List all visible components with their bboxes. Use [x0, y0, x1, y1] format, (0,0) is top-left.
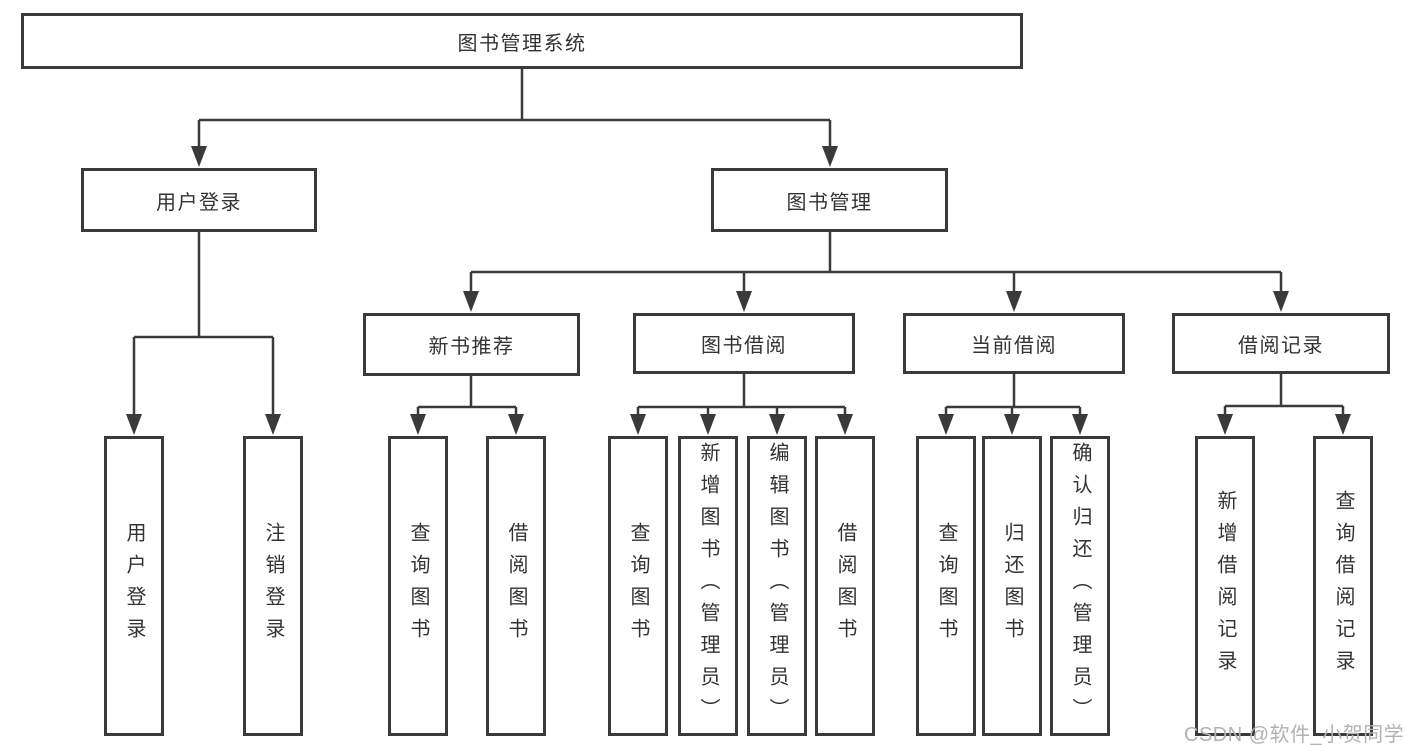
node-borrow-record: 借阅记录: [1172, 313, 1390, 374]
leaf-edit-book-admin-label: 编辑图书（管理员）: [766, 442, 788, 730]
csdn-watermark: CSDN @软件_小贺同学: [1184, 724, 1405, 746]
leaf-borrow-books-1-label: 借阅图书: [505, 522, 527, 650]
node-new-book-recommend: 新书推荐: [363, 313, 580, 376]
leaf-return-book: 归还图书: [982, 436, 1042, 736]
leaf-logout: 注销登录: [243, 436, 303, 736]
leaf-return-book-label: 归还图书: [1001, 522, 1023, 650]
node-user-login-label: 用户登录: [156, 191, 242, 214]
leaf-query-books-3-label: 查询图书: [935, 522, 957, 650]
node-book-borrow-label: 图书借阅: [701, 335, 787, 357]
leaf-add-book-admin: 新增图书（管理员）: [678, 436, 738, 736]
leaf-logout-label: 注销登录: [262, 522, 284, 650]
node-new-book-recommend-label: 新书推荐: [428, 336, 515, 358]
leaf-user-login: 用户登录: [104, 436, 164, 736]
node-root-system-label: 图书管理系统: [457, 32, 587, 55]
leaf-query-borrow-record-label: 查询借阅记录: [1332, 490, 1354, 682]
leaf-edit-book-admin: 编辑图书（管理员）: [747, 436, 807, 736]
leaf-add-borrow-record: 新增借阅记录: [1195, 436, 1255, 736]
arrowheads: [126, 146, 1351, 435]
node-current-borrow: 当前借阅: [903, 313, 1125, 374]
node-borrow-record-label: 借阅记录: [1238, 335, 1324, 357]
node-book-management-label: 图书管理: [786, 191, 873, 214]
leaf-borrow-books-2: 借阅图书: [815, 436, 875, 736]
leaf-query-books-1-label: 查询图书: [407, 522, 429, 650]
node-user-login: 用户登录: [81, 168, 317, 232]
leaf-query-books-2-label: 查询图书: [627, 522, 649, 650]
leaf-confirm-return-admin: 确认归还（管理员）: [1050, 436, 1110, 736]
leaf-borrow-books-2-label: 借阅图书: [834, 522, 856, 650]
node-root-system: 图书管理系统: [21, 13, 1023, 69]
leaf-borrow-books-1: 借阅图书: [486, 436, 546, 736]
leaf-query-books-2: 查询图书: [608, 436, 668, 736]
node-book-management: 图书管理: [711, 168, 948, 232]
leaf-user-login-label: 用户登录: [123, 522, 145, 650]
leaf-confirm-return-admin-label: 确认归还（管理员）: [1069, 442, 1091, 730]
leaf-query-borrow-record: 查询借阅记录: [1313, 436, 1373, 736]
leaf-add-borrow-record-label: 新增借阅记录: [1214, 490, 1236, 682]
leaf-add-book-admin-label: 新增图书（管理员）: [697, 442, 719, 730]
leaf-query-books-1: 查询图书: [388, 436, 448, 736]
node-book-borrow: 图书借阅: [633, 313, 855, 374]
node-current-borrow-label: 当前借阅: [971, 335, 1057, 357]
leaf-query-books-3: 查询图书: [916, 436, 976, 736]
